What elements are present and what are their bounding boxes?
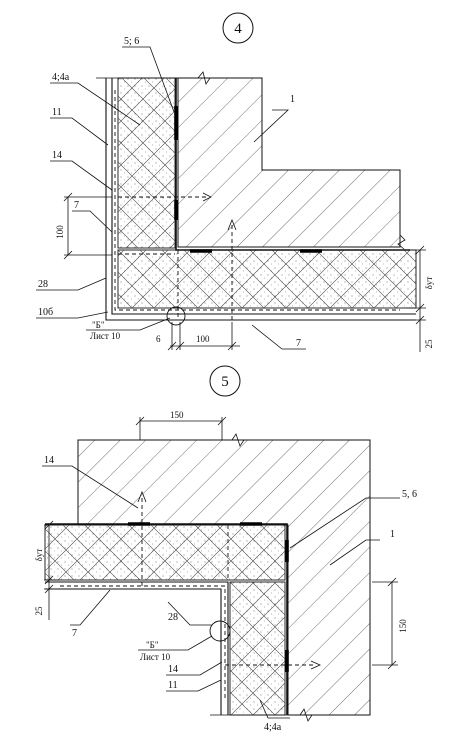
detail-4-callout-b-text: "Б" <box>92 320 105 330</box>
detail-4-number-circle <box>222 12 254 44</box>
detail-4-label-7-lower: 7 <box>296 338 301 349</box>
detail-5-label-4-4a: 4;4а <box>264 722 282 733</box>
detail-4-label-5-6: 5; 6 <box>124 36 139 47</box>
detail-4-label-14: 14 <box>52 150 62 161</box>
detail-5-callout-b-text: "Б" <box>146 640 159 650</box>
detail-4-label-28: 28 <box>38 279 48 290</box>
detail-4-callout-sheet: Лист 10 <box>90 331 121 341</box>
detail-5-label-7: 7 <box>72 628 77 639</box>
detail-5-label-11: 11 <box>168 680 178 691</box>
detail-4-callout-b <box>166 306 186 326</box>
detail-5-label-14-top: 14 <box>44 455 54 466</box>
detail-5-dim-150-top: 150 <box>170 410 184 420</box>
detail-5: 5 150 14 <box>34 365 417 733</box>
detail-5-label-28: 28 <box>168 612 178 623</box>
detail-4-label-11: 11 <box>52 107 62 118</box>
detail-4-dim-100-vertical: 100 <box>55 225 65 239</box>
detail-5-dim-delta: δут <box>34 549 44 562</box>
detail-5-callout-b <box>209 620 231 642</box>
detail-4-label-10b: 10б <box>38 307 53 318</box>
detail-4-dim-6: 6 <box>156 334 161 344</box>
detail-5-label-5-6: 5, 6 <box>402 489 417 500</box>
detail-5-label-1: 1 <box>390 529 395 540</box>
detail-5-number-circle <box>209 365 241 397</box>
detail-4-label-4-4a: 4;4а <box>52 72 70 83</box>
detail-4-dim-25: 25 <box>424 339 434 349</box>
detail-4-number: 4 <box>234 21 242 37</box>
detail-5-label-14-bottom: 14 <box>168 664 178 675</box>
detail-4-label-1: 1 <box>290 94 295 105</box>
detail-5-callout-sheet: Лист 10 <box>140 652 171 662</box>
detail-5-dim-150-side: 150 <box>398 619 408 633</box>
detail-4-dim-delta: δут <box>424 277 434 290</box>
detail-4-concrete-wall <box>177 77 401 248</box>
detail-5-dim-25: 25 <box>34 606 44 616</box>
detail-4-label-7-upper: 7 <box>74 200 79 211</box>
detail-4: 4 5; 6 <box>36 12 434 352</box>
detail-4-dim-100-horizontal: 100 <box>196 334 210 344</box>
detail-5-number: 5 <box>221 374 229 390</box>
